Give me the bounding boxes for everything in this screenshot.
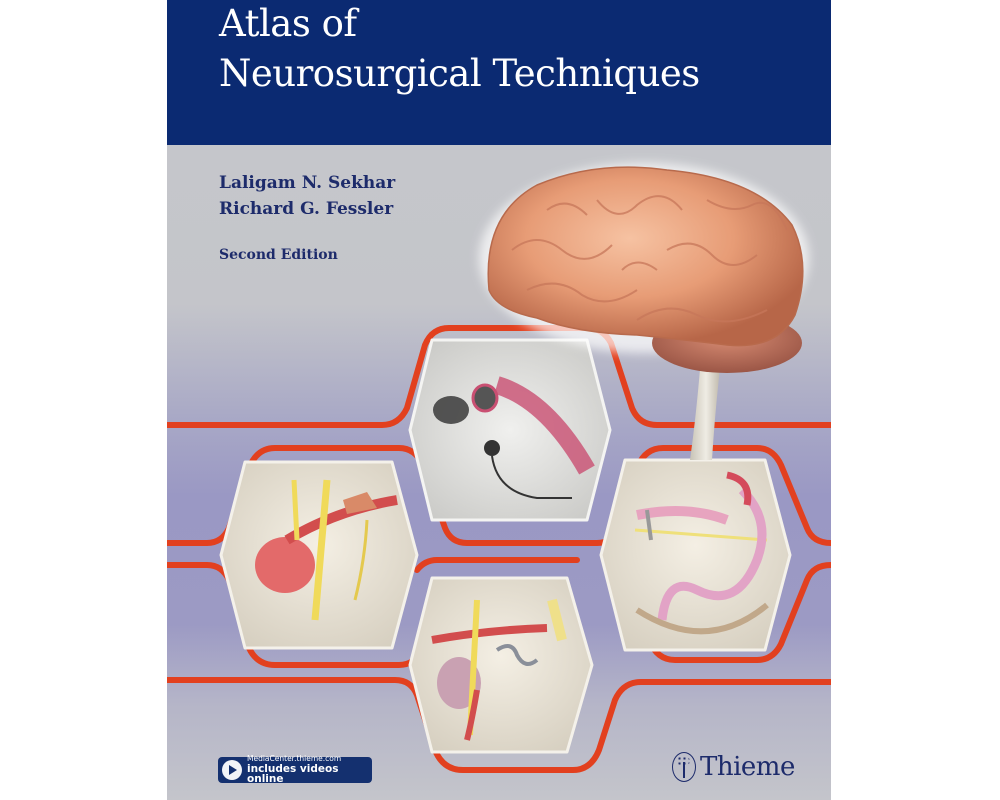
play-icon — [222, 760, 242, 780]
hex-bypass — [599, 458, 792, 652]
media-tagline: includes videos online — [247, 762, 339, 786]
title-line-1: Atlas of — [219, 2, 357, 45]
hex-angiogram — [408, 338, 612, 522]
red-tube-lines — [167, 325, 831, 773]
media-center-badge[interactable]: MediaCenter.thieme.com includes videos o… — [218, 754, 372, 786]
book-cover: Atlas of Neurosurgical Techniques Laliga… — [167, 0, 831, 800]
title-line-2: Neurosurgical Techniques — [219, 52, 700, 95]
hex-aneurysm-exposure — [219, 460, 419, 650]
author-1: Laligam N. Sekhar — [219, 173, 396, 193]
publisher-name: Thieme — [700, 752, 795, 782]
hex-aneurysm-clipping — [408, 576, 594, 754]
cover-artwork — [167, 163, 831, 773]
media-url: MediaCenter.thieme.com — [247, 754, 342, 764]
authors: Laligam N. Sekhar Richard G. Fessler — [219, 170, 395, 222]
tree-logo-icon — [672, 752, 696, 782]
title-banner: Atlas of Neurosurgical Techniques — [167, 0, 831, 145]
author-2: Richard G. Fessler — [219, 199, 394, 219]
edition-label: Second Edition — [219, 247, 338, 263]
publisher-logo: Thieme — [672, 752, 795, 782]
brain-illustration — [479, 163, 809, 460]
